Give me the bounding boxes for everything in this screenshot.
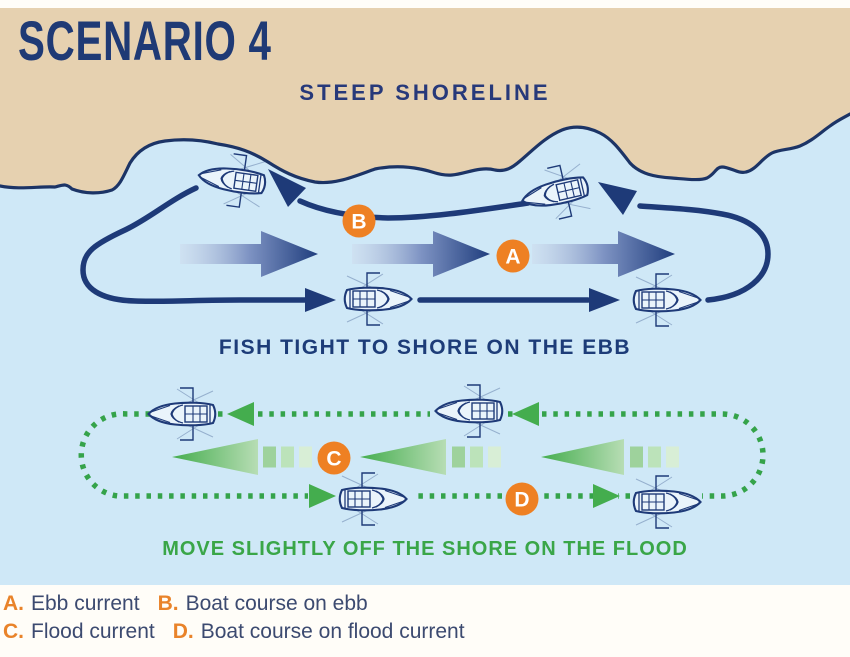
badge-a-letter: A (505, 246, 520, 269)
scenario-subtitle: STEEP SHORELINE (299, 80, 551, 105)
badge-b-letter: B (351, 211, 366, 234)
badge-a-circle (496, 239, 530, 273)
legend-key-a: A. (3, 592, 24, 615)
shoreline-sand (0, 8, 850, 193)
badge-b-circle (342, 204, 376, 238)
badge-d-circle (505, 482, 539, 516)
legend-label-c: Flood current (31, 620, 155, 643)
legend-label-d: Boat course on flood current (200, 620, 465, 643)
ebb-current-arrows (180, 231, 675, 277)
legend-label-a: Ebb current (31, 592, 140, 615)
legend: A. Ebb current B. Boat course on ebb C. … (3, 590, 483, 646)
label-badges: A B C D (317, 204, 539, 516)
coastline-outline (0, 112, 850, 195)
legend-key-d: D. (172, 620, 194, 643)
legend-label-b: Boat course on ebb (185, 592, 368, 615)
badge-d-letter: D (514, 489, 529, 512)
ebb-course-arrowheads (268, 169, 637, 312)
badge-c-circle (317, 441, 351, 475)
flood-course-arrowheads (227, 402, 620, 508)
legend-row-1: A. Ebb current B. Boat course on ebb (3, 590, 483, 618)
ebb-course-line (80, 185, 771, 305)
flood-current-arrows (172, 439, 679, 475)
ebb-caption: FISH TIGHT TO SHORE ON THE EBB (218, 336, 632, 359)
badge-c-letter: C (326, 448, 341, 471)
legend-key-b: B. (157, 592, 179, 615)
legend-row-2: C. Flood current D. Boat course on flood… (3, 618, 483, 646)
legend-key-c: C. (3, 620, 24, 643)
flood-caption: MOVE SLIGHTLY OFF THE SHORE ON THE FLOOD (162, 538, 688, 560)
page-title: SCENARIO 4 (18, 9, 272, 72)
